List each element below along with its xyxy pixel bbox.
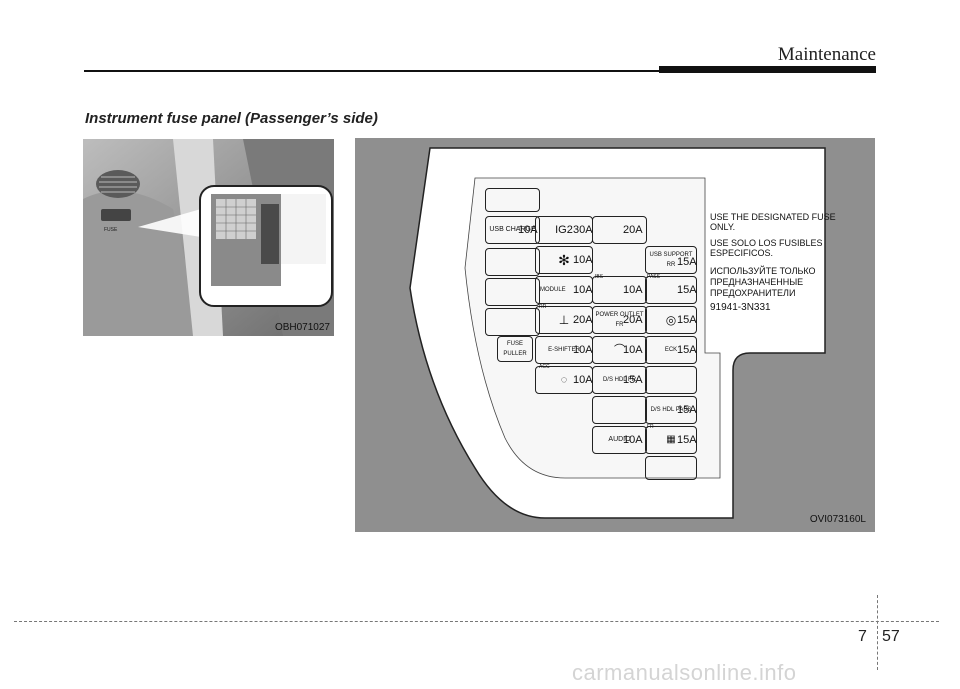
header-rule [84,70,659,72]
steering-wheel-icon: ◎ [665,313,677,327]
part-number: 91941-3N331 [710,302,771,313]
diagram-code: OVI073160L [809,514,866,525]
seat-heater-icon: ⊥ [558,313,570,327]
amp-label: 20A [623,314,643,326]
header-title: Maintenance [777,44,876,65]
section-title: Instrument fuse panel (Passenger’s side) [85,110,378,127]
small-label: FR [647,424,654,430]
amp-label: 10A [623,284,643,296]
fuse-ds-hdl-fr: D/S HDL FR [592,366,647,394]
amp-label: 15A [677,434,697,446]
photo-code: OBH071027 [274,322,330,333]
snowflake-icon: ✻ [558,252,570,268]
fuse-note: ПРЕДОХРАНИТЕЛИ [710,288,796,298]
amp-label: 15A [677,404,697,416]
small-label: PASS [647,274,660,280]
fuse-note: ONLY. [710,222,736,232]
amp-label: 15A [677,314,697,326]
fuse-note: USE THE DESIGNATED FUSE [710,212,836,222]
photo-fuse-text: FUSE [104,227,118,233]
watermark: carmanualsonline.info [572,660,797,685]
fuse-panel-diagram: USB CHARGE 10A IG2 30A 20A ✻ 10A USB SUP… [355,138,875,532]
amp-label: 30A [573,224,593,236]
fuse-usb-support: USB SUPPORT RR [645,246,697,274]
amp-label: 10A [573,344,593,356]
amp-label: 10A [573,374,593,386]
amp-label: 15A [677,256,697,268]
fuse-puller: FUSE PULLER [497,336,533,362]
amp-label: 10A [518,224,538,236]
amp-label: 15A [677,344,697,356]
header-rule-accent [659,66,876,73]
amp-label: 10A [573,254,593,266]
amp-label: 20A [573,314,593,326]
dome-light-icon: ⌒ [614,344,625,356]
chapter-number: 7 [858,628,867,645]
fuse-note: ESPECIFICOS. [710,248,774,258]
footer-rule [14,621,939,622]
power-icon: ◌ [560,374,568,386]
amp-label: 10A [573,284,593,296]
fuse-ds-hdl-pass: D/S HDL PASS [645,396,697,424]
amp-label: 10A [623,434,643,446]
footer-divider [877,595,878,670]
small-label: IBS [595,274,604,280]
fuse-note: ИСПОЛЬЗУЙТЕ ТОЛЬКО [710,266,816,276]
fuse-audio: AUDIO [592,426,647,454]
small-label: ACC [539,364,550,370]
amp-label: 15A [677,284,697,296]
amp-label: 10A [623,344,643,356]
rear-defog-icon: ▦ [666,434,676,445]
small-label: RR [539,304,547,310]
page-number: 57 [882,628,900,645]
fuse-note: ПРЕДНАЗНАЧЕННЫЕ [710,277,804,287]
fuse-note: USE SOLO LOS FUSIBLES [710,238,823,248]
amp-label: 20A [623,224,643,236]
fuse-power-outlet: POWER OUTLET FR [592,306,647,334]
amp-label: 15A [623,374,643,386]
fuse-usb-charge: USB CHARGE [485,216,540,244]
fuse-panel-location-photo: FUSE OBH071027 [83,139,334,336]
fuse-eck: ECK [645,336,697,364]
